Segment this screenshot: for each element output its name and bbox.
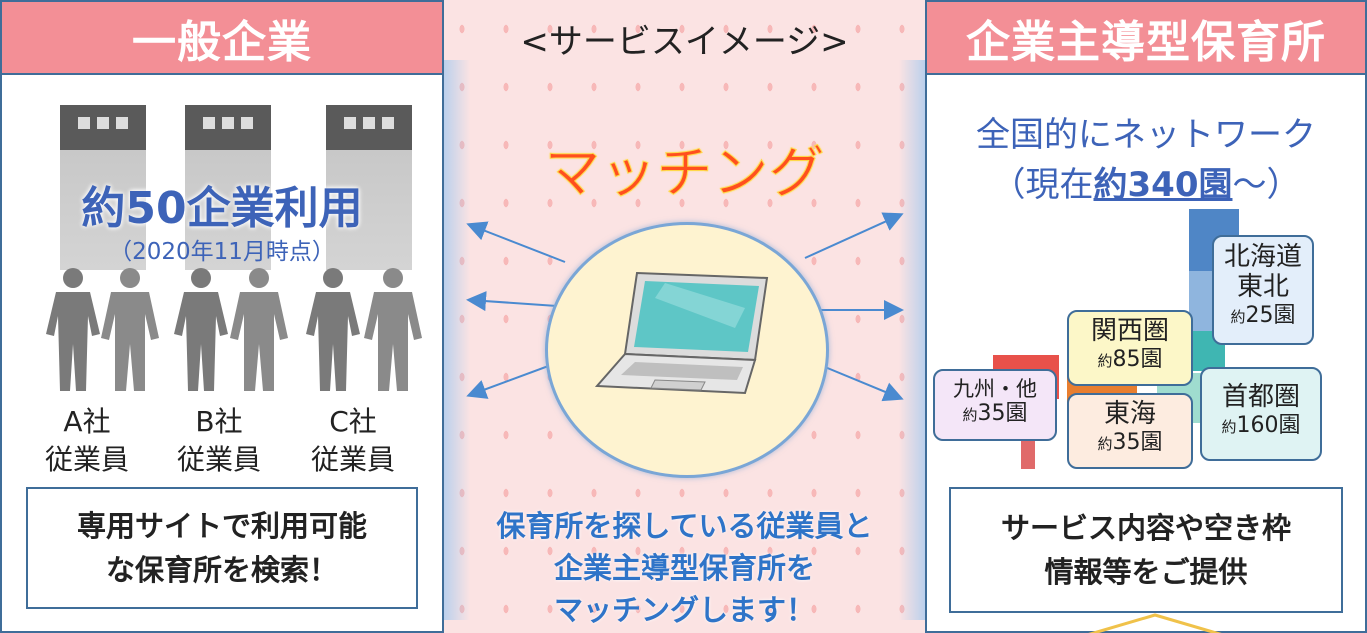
region-kyushu: 九州・他 約35園 — [933, 369, 1057, 441]
company-b: B社 従業員 — [164, 403, 274, 479]
company-a: A社 従業員 — [32, 403, 142, 479]
bottom-line-1: 保育所を探している従業員と — [496, 509, 873, 543]
person-icon — [306, 268, 360, 391]
panel-body: 約50企業利用 （2020年11月時点） A社 従業員 B社 従業員 C社 従業… — [2, 77, 442, 631]
panel-header: 企業主導型保育所 — [927, 2, 1365, 75]
right-glow — [899, 60, 925, 620]
company-role: 従業員 — [176, 443, 261, 476]
arrow-icon — [466, 291, 558, 312]
as-of-date: （2020年11月時点） — [109, 239, 335, 265]
region-name: 九州・他 — [953, 377, 1037, 401]
region-name-2: 東北 — [1236, 271, 1289, 302]
nursery-panel: 企業主導型保育所 全国的にネットワーク （現在約340園～） 北海道 東北 約2… — [925, 0, 1367, 633]
general-company-panel: 一般企業 約50企業利用 （2020年11月時点） A社 従業員 B社 従業員 … — [0, 0, 444, 633]
company-c: C社 従業員 — [298, 403, 408, 479]
region-count: 85園 — [1112, 346, 1163, 372]
region-prefix: 約 — [1221, 417, 1237, 436]
left-glow — [444, 60, 470, 620]
arrows-layer — [466, 212, 904, 402]
company-role: 従業員 — [310, 443, 395, 476]
company-name: A社 — [63, 405, 111, 438]
region-tokai: 東海 約35園 — [1067, 393, 1193, 469]
matching-title: マッチング — [544, 141, 825, 207]
company-count: 約50企業利用 — [81, 183, 363, 234]
region-name: 東海 — [1103, 399, 1156, 429]
network-line-2: （現在約340園～） — [927, 157, 1365, 206]
building-icon — [60, 105, 146, 270]
region-prefix: 約 — [1230, 307, 1246, 326]
laptop-icon — [595, 271, 769, 395]
region-count: 160園 — [1236, 412, 1301, 438]
box-line-2: な保育所を検索！ — [105, 553, 338, 587]
region-name: 関西圏 — [1090, 316, 1169, 346]
box-line-2: 情報等をご提供 — [1044, 555, 1248, 589]
center-bottom-text: 保育所を探している従業員と 企業主導型保育所を マッチングします！ — [444, 505, 925, 631]
building-icon — [185, 105, 271, 270]
box-line-1: 専用サイトで利用可能 — [76, 509, 367, 543]
person-icon — [46, 268, 100, 391]
region-hokkaido-tohoku: 北海道 東北 約25園 — [1212, 235, 1314, 345]
center-title: <サービスイメージ> — [520, 22, 849, 62]
company-name: C社 — [329, 405, 377, 438]
arrow-icon — [466, 221, 566, 263]
company-role: 従業員 — [44, 443, 129, 476]
panel-body: 全国的にネットワーク （現在約340園～） 北海道 東北 約25園 関西圏 約8… — [927, 77, 1365, 633]
region-count: 25園 — [1245, 302, 1296, 328]
person-icon — [230, 268, 288, 391]
arrow-icon — [804, 212, 904, 259]
pointer-shape — [1088, 613, 1222, 633]
region-prefix: 約 — [962, 406, 978, 425]
region-count: 35園 — [1112, 429, 1163, 455]
panel-header: 一般企業 — [2, 2, 442, 75]
region-prefix: 約 — [1097, 351, 1113, 370]
region-shutoken: 首都圏 約160園 — [1200, 367, 1322, 461]
bottom-line-2: 企業主導型保育所を — [553, 551, 815, 585]
network-line-1: 全国的にネットワーク — [976, 115, 1316, 155]
search-feature-box: 専用サイトで利用可能 な保育所を検索！ — [26, 487, 418, 609]
person-icon — [364, 268, 422, 391]
region-kansai: 関西圏 約85園 — [1067, 310, 1193, 386]
region-name: 首都圏 — [1221, 382, 1300, 412]
company-name: B社 — [195, 405, 243, 438]
region-count: 35園 — [977, 401, 1028, 427]
bottom-line-3: マッチングします！ — [553, 593, 815, 627]
network-suffix: ～） — [1232, 165, 1301, 205]
person-icon — [101, 268, 159, 391]
network-count: 約340園 — [1093, 165, 1233, 205]
building-icon — [326, 105, 412, 270]
person-icon — [174, 268, 228, 391]
box-line-1: サービス内容や空き枠 — [1000, 511, 1291, 545]
region-name: 北海道 — [1223, 242, 1302, 272]
region-prefix: 約 — [1097, 434, 1113, 453]
info-provision-box: サービス内容や空き枠 情報等をご提供 — [949, 487, 1343, 613]
network-prefix: （現在 — [991, 165, 1094, 205]
